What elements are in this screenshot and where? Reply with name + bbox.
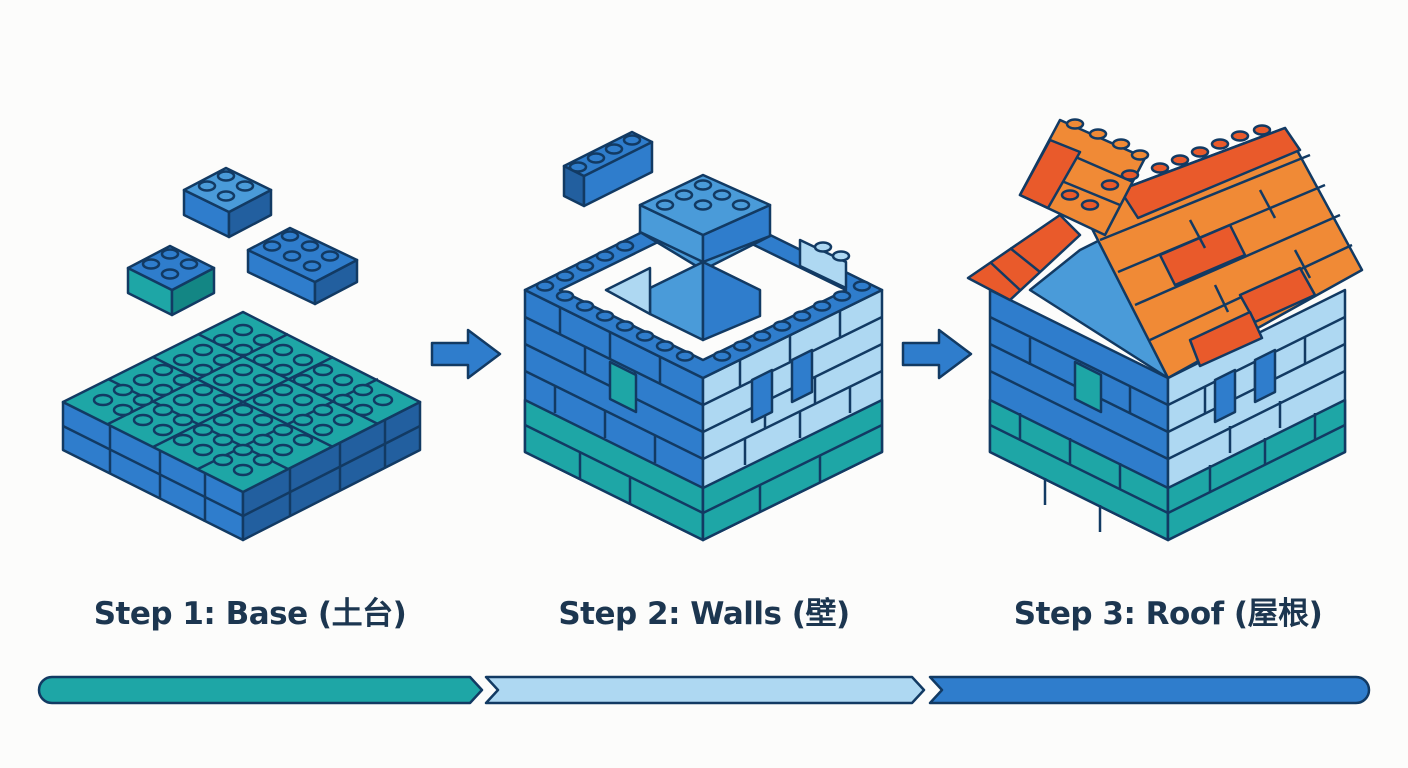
step-3-illustration <box>966 118 1364 542</box>
progress-segment-base <box>37 675 484 705</box>
step-2-illustration <box>523 130 884 542</box>
loose-brick-right <box>246 226 359 306</box>
loose-brick-top <box>182 166 273 239</box>
base-studs <box>92 323 394 477</box>
step-3-label: Step 3: Roof (屋根) <box>1013 596 1323 632</box>
step-1-label: Step 1: Base (土台) <box>93 596 407 632</box>
arrow-right-icon <box>901 328 973 380</box>
step-1-illustration <box>61 166 422 542</box>
wall-rim-studs <box>535 240 872 362</box>
progress-segment-roof <box>928 675 1371 705</box>
progress-segment-walls <box>484 675 926 705</box>
base-plate <box>61 310 422 542</box>
loose-brick-left <box>126 244 216 317</box>
arrow-right-icon <box>430 328 502 380</box>
loose-brick-floating <box>562 130 654 208</box>
roof-studs <box>1060 118 1272 211</box>
step-2-label: Step 2: Walls (壁) <box>558 596 850 632</box>
progress-bar <box>37 675 1371 705</box>
